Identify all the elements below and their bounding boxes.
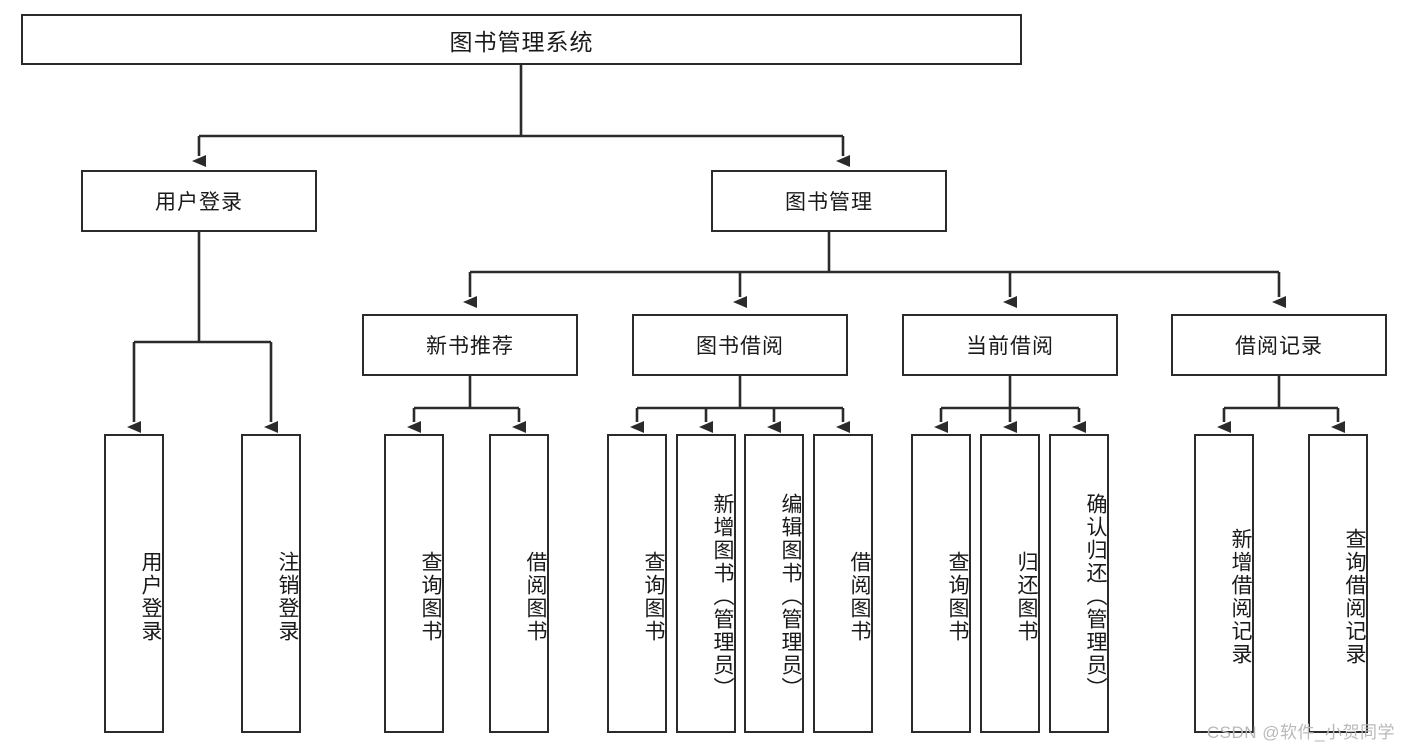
node-user-login[interactable]: 用户登录 [81,170,317,232]
leaf-add-borrow-record[interactable]: 新增借阅记录 [1194,434,1254,733]
node-book-management[interactable]: 图书管理 [711,170,947,232]
node-book-borrow[interactable]: 图书借阅 [632,314,848,376]
leaf-query-book-recommend[interactable]: 查询图书 [384,434,444,733]
leaf-add-book-admin[interactable]: 新增图书（管理员） [676,434,736,733]
leaf-confirm-return-admin[interactable]: 确认归还（管理员） [1049,434,1109,733]
leaf-return-book[interactable]: 归还图书 [980,434,1040,733]
node-borrow-records[interactable]: 借阅记录 [1171,314,1387,376]
leaf-borrow-book[interactable]: 借阅图书 [813,434,873,733]
leaf-edit-book-admin[interactable]: 编辑图书（管理员） [744,434,804,733]
leaf-query-borrow-record[interactable]: 查询借阅记录 [1308,434,1368,733]
node-current-borrow[interactable]: 当前借阅 [902,314,1118,376]
watermark: CSDN @软件_小贺同学 [1206,723,1395,742]
leaf-logout[interactable]: 注销登录 [241,434,301,733]
leaf-borrow-book-recommend[interactable]: 借阅图书 [489,434,549,733]
leaf-query-book-borrow[interactable]: 查询图书 [607,434,667,733]
node-root[interactable]: 图书管理系统 [21,14,1022,65]
leaf-query-book-current[interactable]: 查询图书 [911,434,971,733]
leaf-user-login[interactable]: 用户登录 [104,434,164,733]
node-new-book-recommend[interactable]: 新书推荐 [362,314,578,376]
